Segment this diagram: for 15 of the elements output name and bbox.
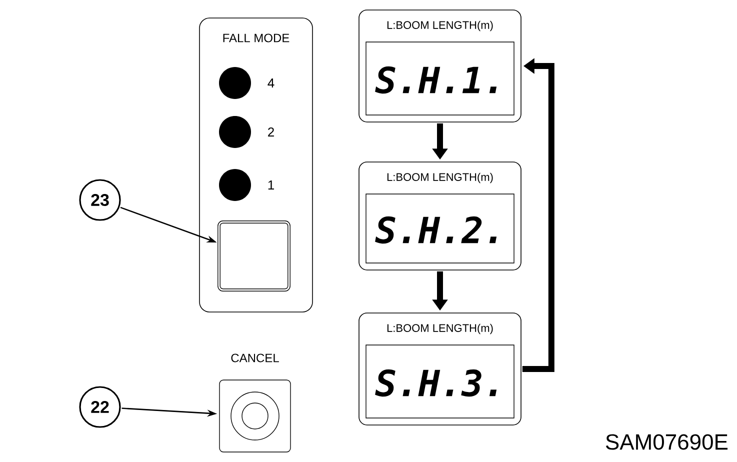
push-button xyxy=(218,220,290,292)
lamp-label: 2 xyxy=(268,127,274,137)
callout-number: 23 xyxy=(79,179,121,221)
led-display: L:BOOM LENGTH(m) S.H.3. xyxy=(358,312,522,426)
cancel-button: CANCEL xyxy=(219,354,291,452)
led-display: L:BOOM LENGTH(m) S.H.2. xyxy=(358,162,522,270)
indicator-lamp xyxy=(219,67,251,99)
lamp-label: 1 xyxy=(268,180,274,190)
figure-code: SAM07690E xyxy=(606,434,728,450)
indicator-lamp xyxy=(219,169,251,201)
node-label: CANCEL xyxy=(231,354,279,362)
callout-number: 22 xyxy=(79,386,121,428)
lamp-label: 4 xyxy=(268,78,274,88)
led-display: L:BOOM LENGTH(m) S.H.1. xyxy=(358,10,522,122)
indicator-lamp xyxy=(219,116,251,148)
